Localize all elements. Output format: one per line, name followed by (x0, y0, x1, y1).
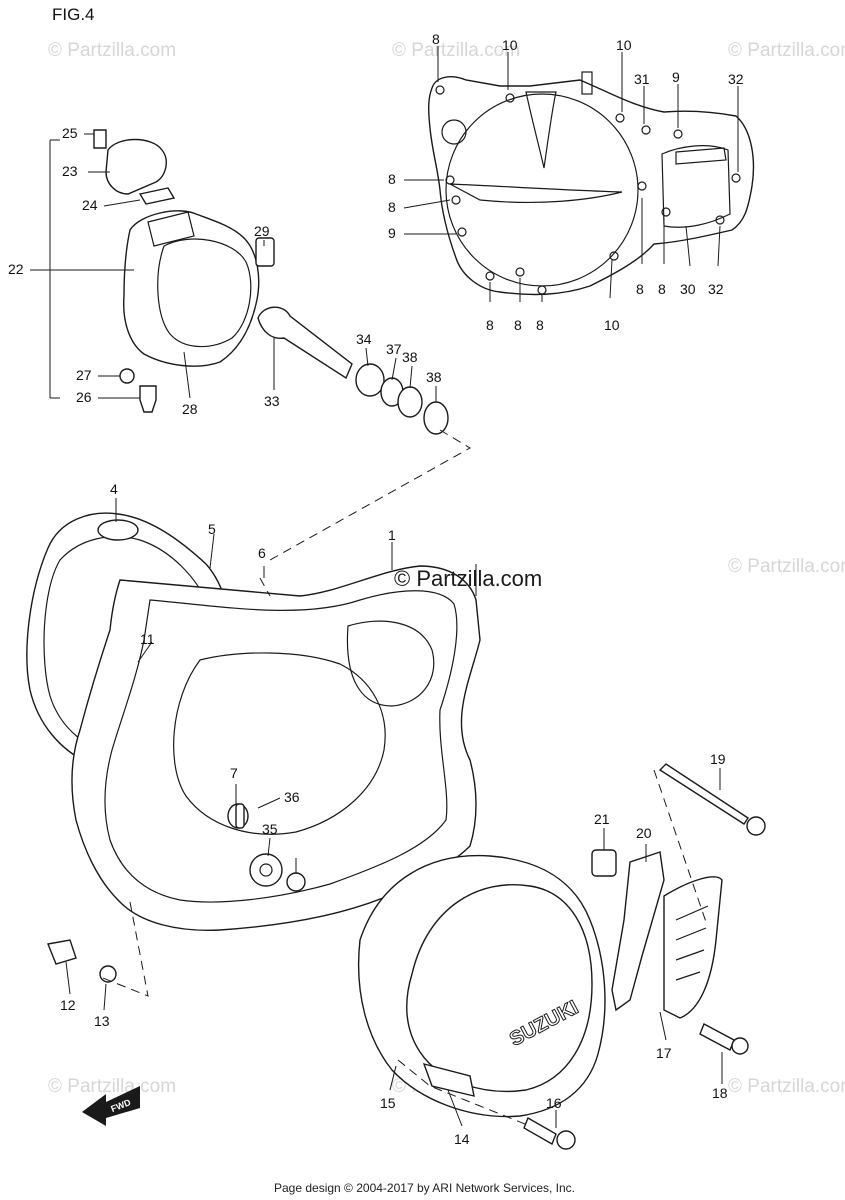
callout-5: 6 (258, 545, 266, 561)
callout-24: 25 (62, 125, 78, 141)
callout-7: 8 (658, 281, 666, 297)
callout-26: 27 (76, 367, 92, 383)
water-pump-assembly (30, 129, 449, 435)
callout-1: 1 (388, 527, 396, 543)
callout-34: 35 (262, 821, 278, 837)
figure-label: FIG.4 (52, 5, 95, 24)
watermark-bottom-left: © Partzilla.com (48, 1076, 176, 1097)
watermark-top-right: © Partzilla.com (728, 40, 845, 61)
callout-8: 9 (388, 225, 396, 241)
callout-31: 32 (708, 281, 724, 297)
callout-19: 20 (636, 825, 652, 841)
callout-30: 31 (634, 71, 650, 87)
callout-10: 11 (140, 631, 155, 647)
watermark-bottom-right: © Partzilla.com (728, 1076, 845, 1097)
callout-labels: 8 10 10 31 9 32 8 8 9 8 8 30 32 10 8 8 8… (8, 31, 744, 1147)
watermark-top-center: © Partzilla.com (392, 40, 520, 61)
callout-7: 8 (388, 171, 396, 187)
callout-6: 7 (230, 765, 238, 781)
crankcase-cover-assembly (26, 512, 481, 983)
callout-9: 10 (502, 37, 518, 53)
callout-28: 29 (254, 223, 270, 239)
callout-16: 17 (656, 1045, 672, 1061)
callout-13: 14 (454, 1131, 470, 1147)
callout-37: 38 (426, 369, 442, 385)
forward-direction-arrow: FWD (82, 1086, 140, 1126)
callout-7: 8 (432, 31, 440, 47)
callout-25: 26 (76, 389, 92, 405)
callout-33: 34 (356, 331, 372, 347)
callout-31: 32 (728, 71, 744, 87)
callout-36: 37 (386, 341, 402, 357)
magneto-cover-assembly: SUZUKI (357, 763, 766, 1150)
callout-7: 8 (636, 281, 644, 297)
callout-18: 19 (710, 751, 726, 767)
callout-14: 15 (380, 1095, 396, 1111)
partzilla-center-watermark: © Partzilla.com (394, 566, 542, 591)
callout-37: 38 (402, 349, 418, 365)
alignment-lines (97, 429, 707, 1127)
callout-27: 28 (182, 401, 198, 417)
callout-22: 23 (62, 163, 78, 179)
callout-20: 21 (594, 811, 610, 827)
callout-23: 24 (82, 197, 98, 213)
leader-lines (65, 46, 739, 1128)
callout-7: 8 (486, 317, 494, 333)
callout-29: 30 (680, 281, 696, 297)
callout-15: 16 (546, 1095, 562, 1111)
callout-8: 9 (672, 69, 680, 85)
callout-12: 13 (94, 1013, 110, 1029)
callout-3: 4 (110, 481, 118, 497)
watermark-top-left: © Partzilla.com (48, 40, 176, 61)
callout-17: 18 (712, 1085, 728, 1101)
callout-4: 5 (208, 521, 216, 537)
clutch-cover-gasket (427, 71, 755, 296)
callout-7: 8 (514, 317, 522, 333)
callout-9: 10 (616, 37, 632, 53)
callout-35: 36 (284, 789, 300, 805)
callout-32: 33 (264, 393, 280, 409)
callout-11: 12 (60, 997, 76, 1013)
callout-9: 10 (604, 317, 620, 333)
watermark-mid-right: © Partzilla.com (728, 556, 845, 577)
callout-21: 22 (8, 261, 24, 277)
page-footer: Page design © 2004-2017 by ARI Network S… (274, 1181, 575, 1195)
callout-7: 8 (388, 199, 396, 215)
callout-7: 8 (536, 317, 544, 333)
